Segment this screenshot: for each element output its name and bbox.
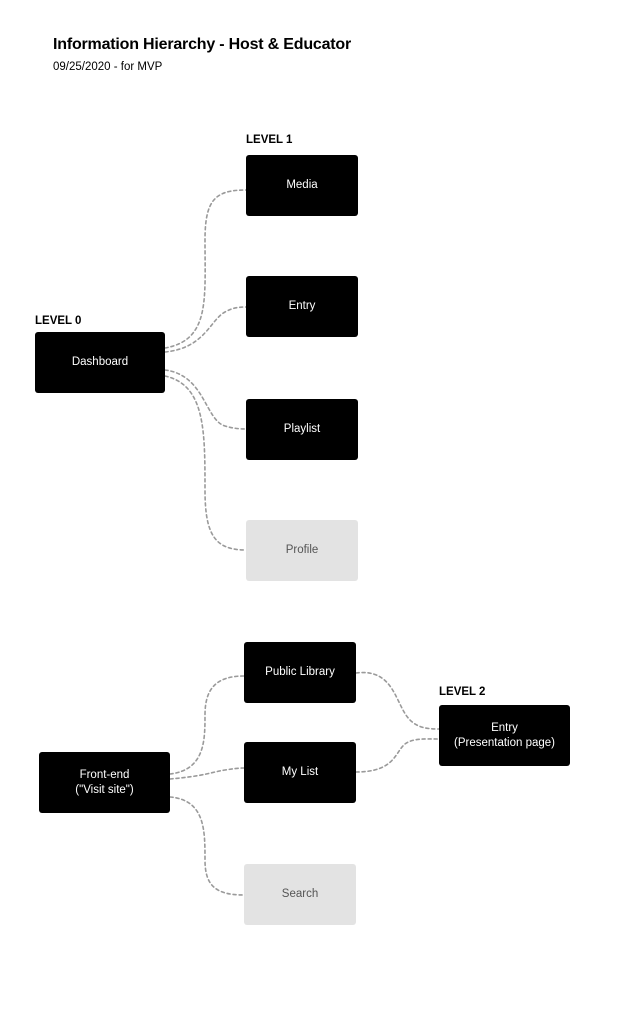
level-0-label: LEVEL 0: [35, 315, 82, 327]
node-public-library[interactable]: Public Library: [244, 642, 356, 703]
node-search[interactable]: Search: [244, 864, 356, 925]
connector-dashboard-playlist: [164, 369, 247, 430]
node-playlist[interactable]: Playlist: [246, 399, 358, 460]
connector-frontend-public-library: [169, 675, 245, 775]
node-entry[interactable]: Entry: [246, 276, 358, 337]
connector-dashboard-entry: [164, 306, 247, 353]
node-profile[interactable]: Profile: [246, 520, 358, 581]
connector-my-list-entry: [355, 738, 440, 773]
node-entry-presentation-page[interactable]: Entry (Presentation page): [439, 705, 570, 766]
connector-frontend-search: [169, 796, 245, 896]
node-frontend[interactable]: Front-end ("Visit site"): [39, 752, 170, 813]
node-media[interactable]: Media: [246, 155, 358, 216]
connector-dashboard-profile: [164, 375, 247, 551]
connector-public-library-entry: [355, 671, 440, 730]
diagram-title: Information Hierarchy - Host & Educator: [53, 36, 352, 53]
node-dashboard[interactable]: Dashboard: [35, 332, 165, 393]
node-my-list[interactable]: My List: [244, 742, 356, 803]
connector-frontend-my-list: [169, 767, 245, 780]
level-1-label: LEVEL 1: [246, 134, 293, 146]
level-2-label: LEVEL 2: [439, 686, 486, 698]
connector-dashboard-media: [164, 189, 247, 349]
diagram-subtitle: 09/25/2020 - for MVP: [53, 61, 163, 73]
